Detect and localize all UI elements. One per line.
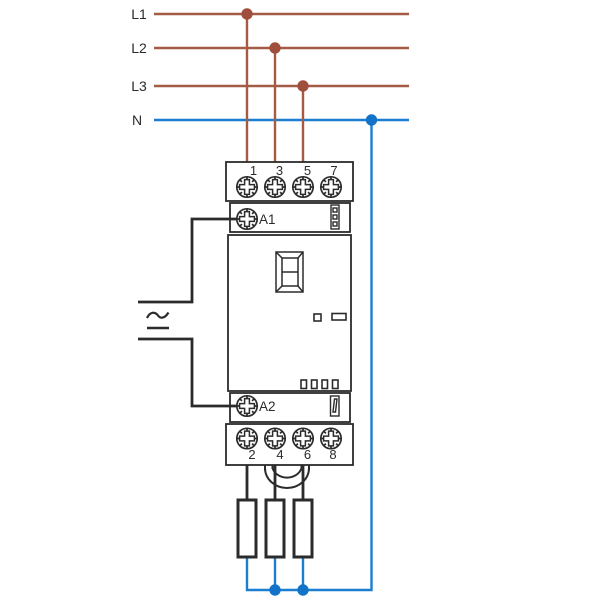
supply-lines <box>154 12 409 122</box>
state-indicator-window <box>275 251 304 293</box>
terminal-strip-icon <box>330 204 340 230</box>
contactor-main-body <box>227 234 352 392</box>
terminal-screw-4 <box>263 427 287 450</box>
junction-dot-l2 <box>269 42 281 54</box>
coil-label-a2: A2 <box>259 399 276 414</box>
supply-label-l1: L1 <box>131 6 147 22</box>
terminal-label-2: 2 <box>248 447 255 462</box>
load-1 <box>236 498 258 559</box>
switch-lever-icon <box>329 395 340 417</box>
coil-screw-a1 <box>235 207 259 231</box>
terminal-label-7: 7 <box>330 163 337 178</box>
terminal-screw-5 <box>291 175 315 199</box>
supply-label-l2: L2 <box>131 40 147 56</box>
terminal-label-3: 3 <box>276 163 283 178</box>
vent-slot-icon <box>300 379 308 390</box>
junction-dot-load-4 <box>269 584 281 596</box>
load-feed-wires <box>245 465 305 502</box>
mode-indicator-icons <box>313 312 347 322</box>
neutral-return-wire <box>245 120 373 592</box>
junction-dot-load-6 <box>297 584 309 596</box>
labels: L1 L2 L3 N 1 3 5 7 2 4 6 8 A1 A2 <box>131 6 337 462</box>
indicator-bar-icon <box>331 312 347 321</box>
vent-slots <box>300 379 339 390</box>
vent-slot-icon <box>321 379 329 390</box>
terminal-screw-3 <box>263 175 287 199</box>
terminal-label-6: 6 <box>304 447 311 462</box>
terminal-screw-2 <box>235 427 259 450</box>
terminal-label-4: 4 <box>276 447 283 462</box>
terminal-screw-1 <box>235 175 259 199</box>
ac-dc-supply-icon <box>146 311 170 330</box>
control-wires <box>138 217 243 408</box>
loads <box>236 498 314 559</box>
coil-label-a1: A1 <box>259 212 276 227</box>
terminal-screw-8 <box>319 427 343 450</box>
vent-slot-icon <box>331 379 339 390</box>
load-3 <box>292 498 314 559</box>
junction-dot-l3 <box>297 80 309 92</box>
indicator-square-icon <box>313 313 322 322</box>
control-wire-a1 <box>138 217 243 304</box>
supply-label-n: N <box>132 112 142 128</box>
supply-label-l3: L3 <box>131 78 147 94</box>
terminal-label-5: 5 <box>304 163 311 178</box>
terminal-label-8: 8 <box>329 447 336 462</box>
junction-dot-l1 <box>241 8 253 20</box>
coil-screw-a2 <box>235 394 259 418</box>
junction-dot-n <box>365 114 378 126</box>
phase-drop-wires <box>241 8 309 177</box>
control-wire-a2 <box>138 337 243 408</box>
terminal-screw-6 <box>291 427 315 450</box>
vent-slot-icon <box>310 379 318 390</box>
terminal-screw-7 <box>319 175 343 199</box>
neutral-wires <box>245 114 378 596</box>
load-2 <box>264 498 286 559</box>
terminal-label-1: 1 <box>250 163 257 178</box>
